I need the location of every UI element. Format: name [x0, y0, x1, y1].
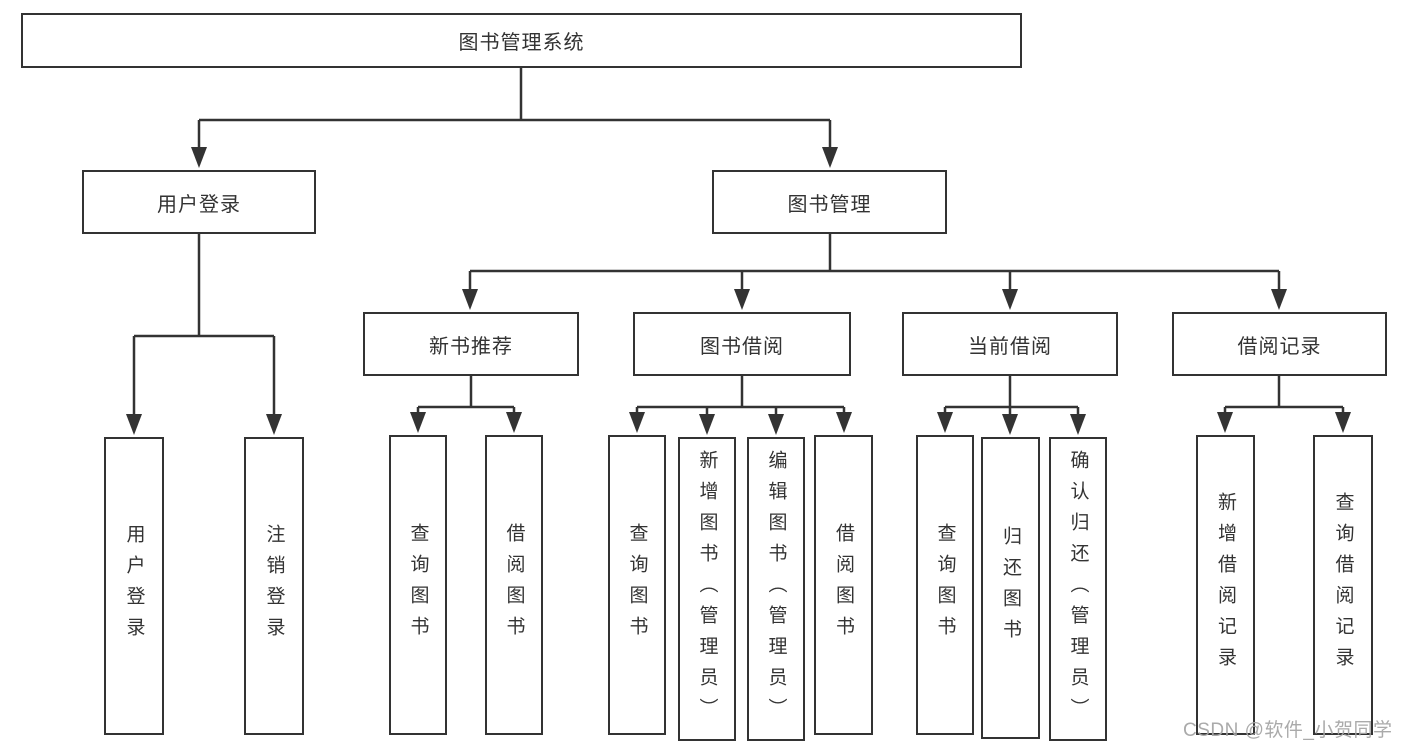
- leaf-label: 新增图书（管理员）: [696, 449, 718, 729]
- leaf-borrow-books-borrowing: 借阅图书: [814, 435, 873, 735]
- leaf-label: 注销登录: [263, 524, 285, 648]
- node-current-borrowing: 当前借阅: [902, 312, 1118, 376]
- node-label: 用户登录: [157, 193, 241, 216]
- leaf-label: 借阅图书: [503, 523, 525, 647]
- leaf-query-books-current: 查询图书: [916, 435, 974, 735]
- leaf-query-borrow-record: 查询借阅记录: [1313, 435, 1373, 735]
- node-book-management: 图书管理: [712, 170, 947, 234]
- leaf-label: 查询图书: [934, 523, 956, 647]
- node-label: 图书借阅: [700, 335, 784, 358]
- leaf-borrow-books-newbooks: 借阅图书: [485, 435, 543, 735]
- node-borrowing-records: 借阅记录: [1172, 312, 1387, 376]
- leaf-label: 确认归还（管理员）: [1067, 449, 1089, 729]
- leaf-add-books-admin: 新增图书（管理员）: [678, 437, 736, 741]
- node-new-book-recommendation: 新书推荐: [363, 312, 579, 376]
- leaf-label: 查询图书: [626, 523, 648, 647]
- node-library-management-system: 图书管理系统: [21, 13, 1022, 68]
- leaf-label: 查询借阅记录: [1332, 492, 1354, 678]
- arrowheads: [126, 147, 1351, 435]
- leaf-label: 新增借阅记录: [1215, 492, 1236, 678]
- leaf-edit-books-admin: 编辑图书（管理员）: [747, 437, 805, 741]
- node-book-borrowing: 图书借阅: [633, 312, 851, 376]
- leaf-label: 归还图书: [1000, 526, 1021, 650]
- node-label: 借阅记录: [1237, 335, 1322, 358]
- csdn-watermark: CSDN @软件_小贺同学: [1183, 720, 1393, 741]
- node-label: 图书管理: [787, 193, 872, 216]
- leaf-add-borrow-record: 新增借阅记录: [1196, 435, 1255, 735]
- leaf-label: 编辑图书（管理员）: [765, 449, 787, 729]
- node-user-login: 用户登录: [82, 170, 316, 234]
- leaf-label: 借阅图书: [833, 523, 854, 647]
- node-label: 新书推荐: [429, 335, 513, 358]
- node-label: 图书管理系统: [458, 32, 585, 54]
- leaf-confirm-return-admin: 确认归还（管理员）: [1049, 437, 1107, 741]
- leaf-label: 查询图书: [407, 523, 429, 647]
- leaf-label: 用户登录: [123, 524, 145, 648]
- node-label: 当前借阅: [968, 335, 1052, 358]
- leaf-query-books-borrowing: 查询图书: [608, 435, 666, 735]
- leaf-logout: 注销登录: [244, 437, 304, 735]
- leaf-user-login: 用户登录: [104, 437, 164, 735]
- leaf-query-books-newbooks: 查询图书: [389, 435, 447, 735]
- leaf-return-books: 归还图书: [981, 437, 1040, 739]
